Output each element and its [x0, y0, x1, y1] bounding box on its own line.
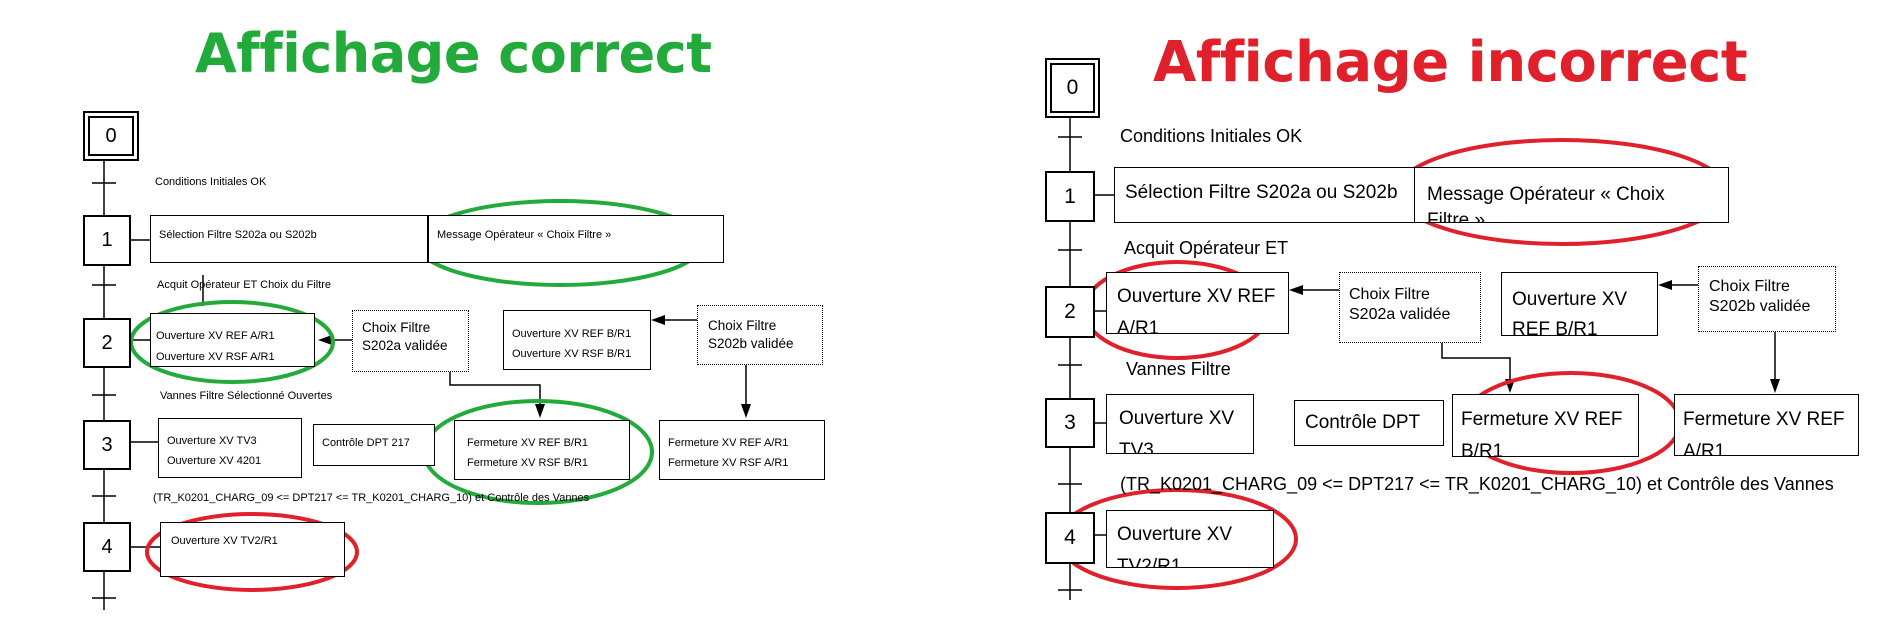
- step-2-number: 2: [1064, 300, 1076, 323]
- action-step1-selection: Sélection Filtre S202a ou S202b: [1114, 167, 1417, 223]
- step-4-number: 4: [1064, 526, 1076, 549]
- step-0: 0: [83, 111, 139, 161]
- step-4: 4: [83, 522, 131, 572]
- step-3-number: 3: [1064, 411, 1076, 434]
- step-1-number: 1: [1064, 184, 1076, 208]
- incorrect-title: Affichage incorrect: [1153, 30, 1748, 95]
- step-3: 3: [83, 420, 131, 470]
- transition-2-label: Vannes Filtre: [1126, 359, 1231, 379]
- step-3-number: 3: [101, 433, 113, 456]
- incorrect-display-panel: Affichage incorrect: [940, 0, 1892, 642]
- action-step3-controle: Contrôle DPT 217: [313, 424, 435, 466]
- step-0: 0: [1045, 58, 1100, 118]
- step-2: 2: [1045, 286, 1095, 338]
- transition-3-label: (TR_K0201_CHARG_09 <= DPT217 <= TR_K0201…: [153, 492, 590, 504]
- transition-1-label: Acquit Opérateur ET: [1124, 238, 1289, 258]
- step-1: 1: [83, 215, 131, 266]
- transition-0-label: Conditions Initiales OK: [155, 176, 267, 188]
- action-step1-message: Message Opérateur « Choix Filtre »: [428, 215, 724, 263]
- transition-3-label: (TR_K0201_CHARG_09 <= DPT217 <= TR_K0201…: [1120, 474, 1834, 494]
- step-0-number: 0: [1066, 76, 1079, 99]
- transition-1-label: Acquit Opérateur ET Choix du Filtre: [157, 279, 332, 291]
- action-step4-ouverture: Ouverture XV TV2/R1: [160, 522, 345, 577]
- transition-0-label: Conditions Initiales OK: [1120, 126, 1303, 146]
- step-0-number: 0: [105, 124, 117, 147]
- action-step3-controle: Contrôle DPT: [1294, 400, 1444, 446]
- correct-display-panel: Affichage correct: [0, 0, 940, 642]
- step-1-number: 1: [101, 229, 113, 251]
- step-2-number: 2: [101, 331, 113, 354]
- step-1: 1: [1045, 171, 1095, 222]
- transition-2-label: Vannes Filtre Sélectionné Ouvertes: [160, 390, 333, 402]
- step-3: 3: [1045, 398, 1095, 448]
- step-2: 2: [83, 318, 131, 368]
- correct-title: Affichage correct: [195, 22, 712, 85]
- step-4-number: 4: [101, 535, 113, 558]
- action-step1-selection: Sélection Filtre S202a ou S202b: [150, 215, 428, 263]
- step-4: 4: [1045, 512, 1095, 564]
